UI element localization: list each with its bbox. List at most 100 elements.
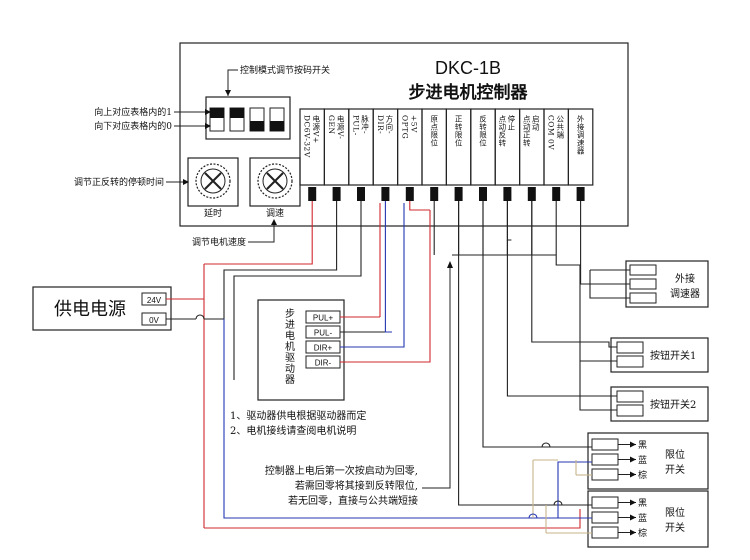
wire-crossing [541, 442, 551, 448]
power-label: 供电电源 [54, 299, 126, 320]
driver-label: 步进电机驱动器 [283, 308, 295, 385]
terminal-label: 原点限位 [429, 115, 438, 147]
terminal-label: 外接调速器 [576, 114, 585, 156]
dip-switch-label: 控制模式调节按码开关 [240, 64, 330, 76]
wire [384, 201, 392, 333]
terminal-screw [479, 187, 487, 201]
driver-box [257, 299, 345, 401]
driver-pin-label: DIR+ [314, 344, 333, 353]
wire [458, 201, 592, 506]
power-supply-box [32, 286, 172, 331]
terminal-screw [527, 187, 536, 201]
dip-down-label: 向下对应表格内的0 [94, 120, 172, 132]
limit-terminal [591, 496, 619, 509]
ext-speed-label2: 调速器 [670, 288, 700, 300]
wire [533, 461, 592, 519]
limit-wire-color: 蓝 [638, 454, 647, 466]
wire [340, 210, 431, 363]
terminal-screw [552, 187, 561, 201]
home-note-1: 控制器上电后第一次按启动为回零, [265, 464, 418, 477]
terminal-label: 启动 [531, 114, 540, 132]
wire [555, 255, 617, 411]
speed-label: 调节电机速度 [192, 236, 246, 248]
wire [506, 240, 617, 397]
button1-label: 按钮开关1 [650, 349, 696, 362]
ext-speed-label1: 外接 [675, 272, 695, 285]
limit-wire-color: 黑 [638, 440, 647, 451]
wire [204, 201, 338, 320]
terminal-label: 电源V- [336, 114, 345, 140]
driver-pin-label: PUL+ [313, 314, 334, 323]
ext-speed-box [625, 260, 709, 308]
terminal-screw [454, 187, 463, 201]
limit-label2: 开关 [665, 521, 685, 534]
dip-switch [205, 96, 291, 140]
terminal-screw [357, 187, 365, 201]
terminal-sublabel: DIR- [376, 115, 385, 134]
terminal-sublabel: GEN [327, 115, 336, 135]
controller-name: 步进电机控制器 [409, 82, 529, 103]
terminal-sublabel: 点动正转 [522, 115, 531, 148]
home-note-3: 若无回零，直接与公共端短接 [288, 494, 418, 507]
stop-time-label: 调节正反转的停顿时间 [74, 176, 164, 188]
limit-wire-color: 棕 [638, 527, 647, 539]
wires [166, 201, 630, 534]
wire [506, 201, 512, 241]
wire [233, 201, 362, 380]
wire [580, 201, 630, 285]
limit-terminal [591, 511, 619, 524]
wire [223, 319, 533, 519]
wire [482, 201, 592, 448]
driver-pins: PUL+ PUL- DIR+ DIR- [305, 310, 341, 369]
button-switch-1 [610, 337, 709, 373]
terminal-sublabel: COM 0V [547, 115, 556, 150]
limit-switch-box [587, 490, 709, 548]
delay-knob [187, 157, 239, 207]
power-plus-label: 24V [147, 296, 162, 305]
terminal-screw [430, 187, 439, 201]
terminal-screw [503, 187, 512, 201]
terminal-screw [576, 187, 585, 201]
limit-wire-color: 棕 [638, 469, 647, 481]
note-2: 2、电机接线请查阅电机说明 [230, 424, 356, 437]
terminal-screw [405, 187, 414, 201]
wire [204, 201, 313, 265]
terminal-label: 方向- [385, 114, 394, 134]
terminal-label: 脉冲- [360, 114, 369, 134]
terminal-label: 公共端 [555, 115, 564, 140]
knob-speed-label: 调速 [266, 208, 284, 219]
driver-pin-label: DIR- [315, 359, 332, 368]
driver-pin-label: PUL- [314, 329, 333, 338]
power-minus-label: 0V [149, 316, 159, 325]
terminal-sublabel: 点动反转 [498, 115, 507, 148]
dip-up-label: 向上对应表格内的1 [94, 106, 172, 118]
wire [409, 201, 430, 211]
terminal-sublabel: PUL- [352, 115, 361, 136]
terminal-label: 电源V+ [311, 114, 320, 144]
wire-crossing [528, 513, 538, 519]
limit-label1: 限位 [665, 448, 685, 461]
wire-crossing [195, 314, 205, 320]
limit-terminal [591, 438, 619, 451]
wire [531, 201, 617, 348]
terminal-screw [332, 187, 341, 201]
note-1: 1、驱动器供电根据驱动器而定 [230, 409, 366, 422]
wire [204, 509, 581, 529]
terminal-label: 反转限位 [478, 114, 487, 147]
limit-terminal [591, 453, 619, 466]
terminal-sublabel: OPTG [400, 115, 409, 139]
button-switch-2 [610, 386, 709, 422]
limit-terminal [591, 526, 619, 539]
speed-knob [249, 157, 301, 207]
terminal-label: 停止 [507, 114, 516, 131]
terminal-screw [308, 187, 317, 201]
controller-model: DKC-1B [435, 58, 501, 78]
limit-switch-box [587, 432, 709, 490]
terminal-label: 正转限位 [454, 115, 463, 147]
terminal-label: +5V [409, 115, 418, 133]
wire [340, 203, 405, 348]
